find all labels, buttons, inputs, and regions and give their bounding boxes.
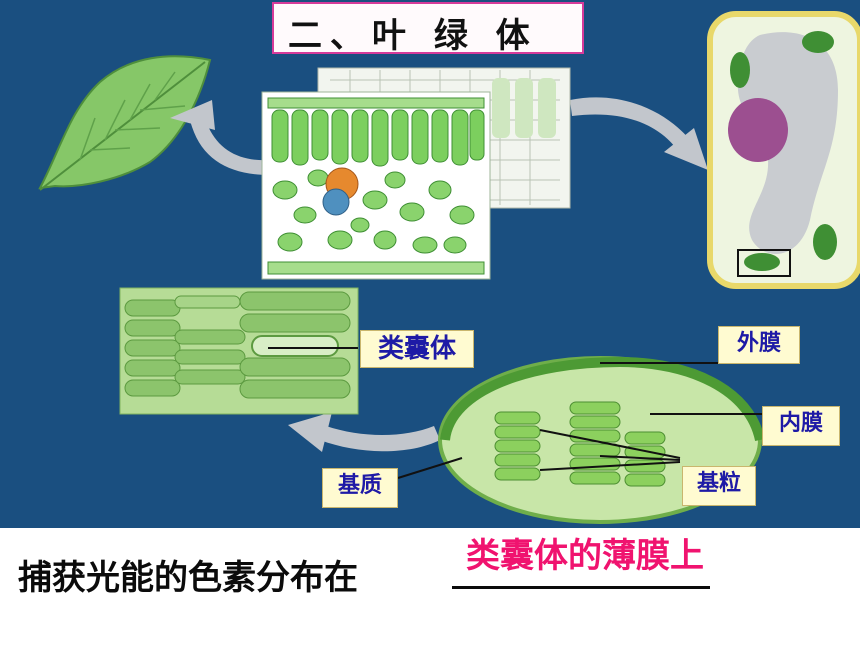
leader-lines <box>397 362 762 479</box>
arrow-tissue-to-cell <box>570 97 708 170</box>
illustration <box>38 11 860 524</box>
label-thylakoid: 类囊体 <box>360 330 474 368</box>
arrow-leaf-to-tissue <box>170 100 270 175</box>
arrow-chloroplast-to-thylakoid <box>288 412 440 452</box>
thylakoid-closeup <box>119 287 359 415</box>
leaf-image <box>38 55 212 191</box>
question-text: 捕获光能的色素分布在 <box>18 558 358 598</box>
page-title: 二、叶 绿 体 <box>288 16 538 56</box>
label-stroma: 基质 <box>322 468 398 508</box>
question-area <box>0 528 860 645</box>
answer-blank-line <box>452 586 710 589</box>
chloroplast <box>438 356 765 524</box>
plant-cell <box>707 11 860 289</box>
vascular-bundle <box>322 167 359 216</box>
label-inner-membrane: 内膜 <box>762 406 840 446</box>
slide-background: 二、叶 绿 体 类囊体 外膜 内膜 基粒 基质 <box>0 0 860 528</box>
answer-text: 类囊体的薄膜上 <box>466 536 704 576</box>
tissue-section-front <box>261 91 491 280</box>
label-outer-membrane: 外膜 <box>718 326 800 364</box>
title-box: 二、叶 绿 体 <box>272 2 584 56</box>
label-grana: 基粒 <box>682 466 756 506</box>
